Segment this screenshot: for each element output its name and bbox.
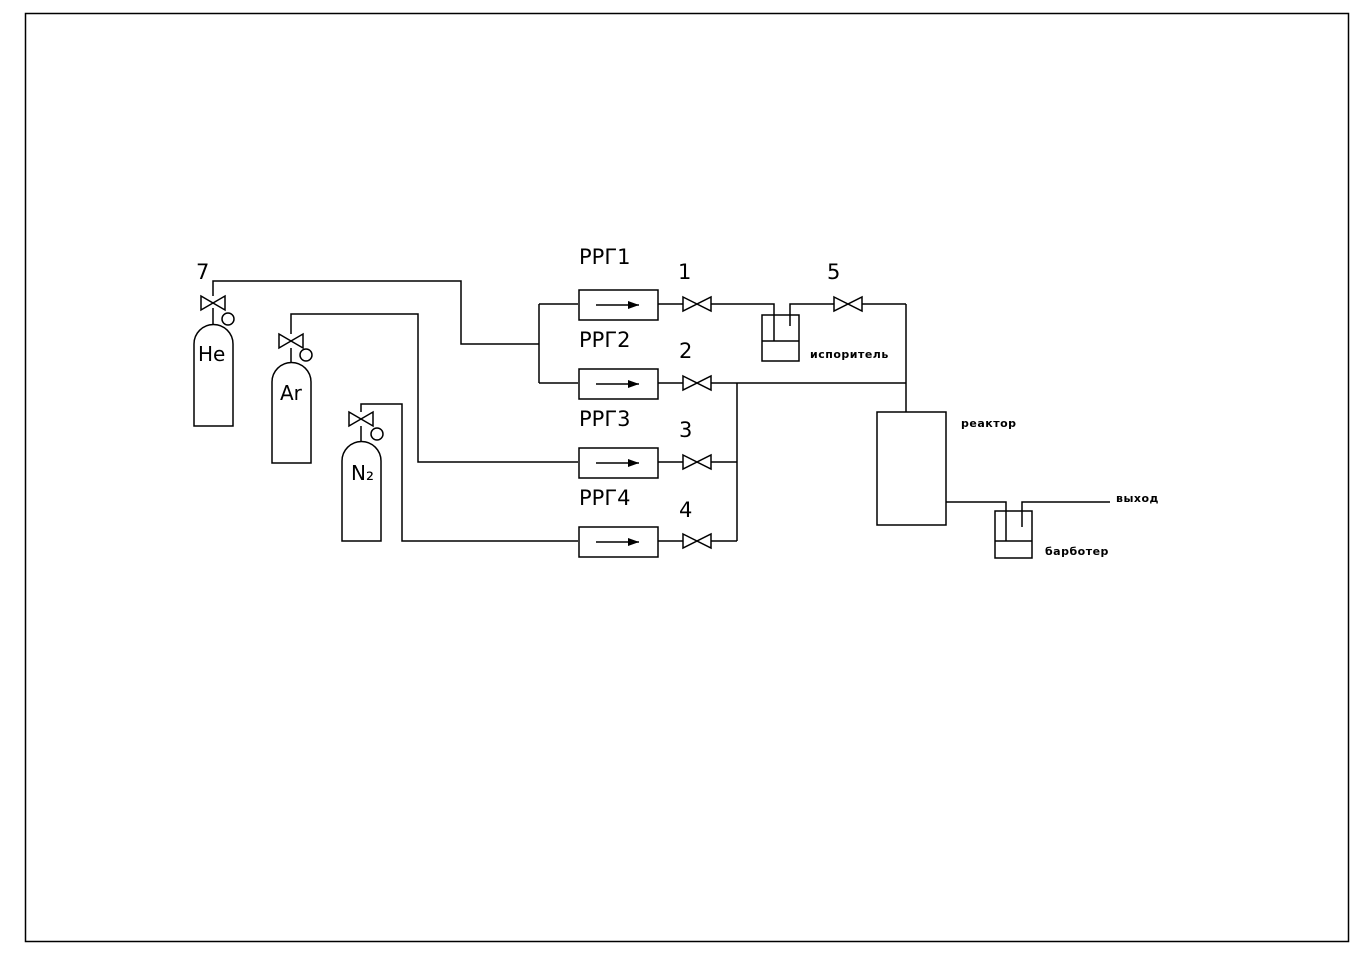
valve-4: 4 xyxy=(679,498,712,550)
outlet-label: выход xyxy=(1116,492,1159,505)
valve-5: 5 xyxy=(827,260,863,313)
valve-1-icon xyxy=(682,295,712,313)
bubbler: барботер xyxy=(994,510,1109,559)
valve-7-label: 7 xyxy=(196,260,209,284)
valve-5-icon xyxy=(833,295,863,313)
valve-3-icon xyxy=(682,453,712,471)
cylinder-ar: Ar xyxy=(271,332,313,464)
evaporator-label: испоритель xyxy=(810,348,889,361)
mfc-2-label: РРГ2 xyxy=(579,328,631,352)
valve-1-label: 1 xyxy=(678,260,691,284)
cylinder-he-valve-icon xyxy=(200,294,226,312)
reactor: реактор xyxy=(876,411,1017,526)
valve-2-icon xyxy=(682,374,712,392)
valve-3: 3 xyxy=(679,418,712,471)
cylinder-he-gas-label: He xyxy=(198,342,225,366)
valve-2: 2 xyxy=(679,339,712,392)
mfc-3-arrow-icon xyxy=(628,459,639,467)
valve-4-label: 4 xyxy=(679,498,692,522)
valve-1: 1 xyxy=(678,260,712,313)
valve-2-label: 2 xyxy=(679,339,692,363)
reactor-label: реактор xyxy=(961,417,1017,430)
mfc-4: РРГ4 xyxy=(578,486,659,558)
valve-3-label: 3 xyxy=(679,418,692,442)
drawing-frame xyxy=(24,12,1350,943)
cylinder-ar-reducer-icon xyxy=(299,348,313,362)
mfc-2: РРГ2 xyxy=(578,328,659,400)
evaporator: испоритель xyxy=(761,314,889,362)
cylinder-ar-gas-label: Ar xyxy=(280,381,303,405)
pipelines xyxy=(212,280,1110,542)
mfc-3: РРГ3 xyxy=(578,407,659,479)
cylinder-n2-reducer-icon xyxy=(370,427,384,441)
cylinder-n2-gas-label: N₂ xyxy=(351,461,374,485)
cylinder-n2-valve-icon xyxy=(348,410,374,428)
mfc-1-label: РРГ1 xyxy=(579,245,631,269)
valve-5-label: 5 xyxy=(827,260,840,284)
mfc-1: РРГ1 xyxy=(578,245,659,321)
mfc-4-arrow-icon xyxy=(628,538,639,546)
mfc-2-arrow-icon xyxy=(628,380,639,388)
cylinder-ar-valve-icon xyxy=(278,332,304,350)
valve-4-icon xyxy=(682,532,712,550)
cylinder-he-reducer-icon xyxy=(221,312,235,326)
mfc-1-arrow-icon xyxy=(628,301,639,309)
cylinder-he: He 7 xyxy=(193,260,235,427)
bubbler-label: барботер xyxy=(1045,545,1109,558)
mfc-4-label: РРГ4 xyxy=(579,486,631,510)
mfc-3-label: РРГ3 xyxy=(579,407,631,431)
cylinder-n2: N₂ xyxy=(341,410,384,542)
